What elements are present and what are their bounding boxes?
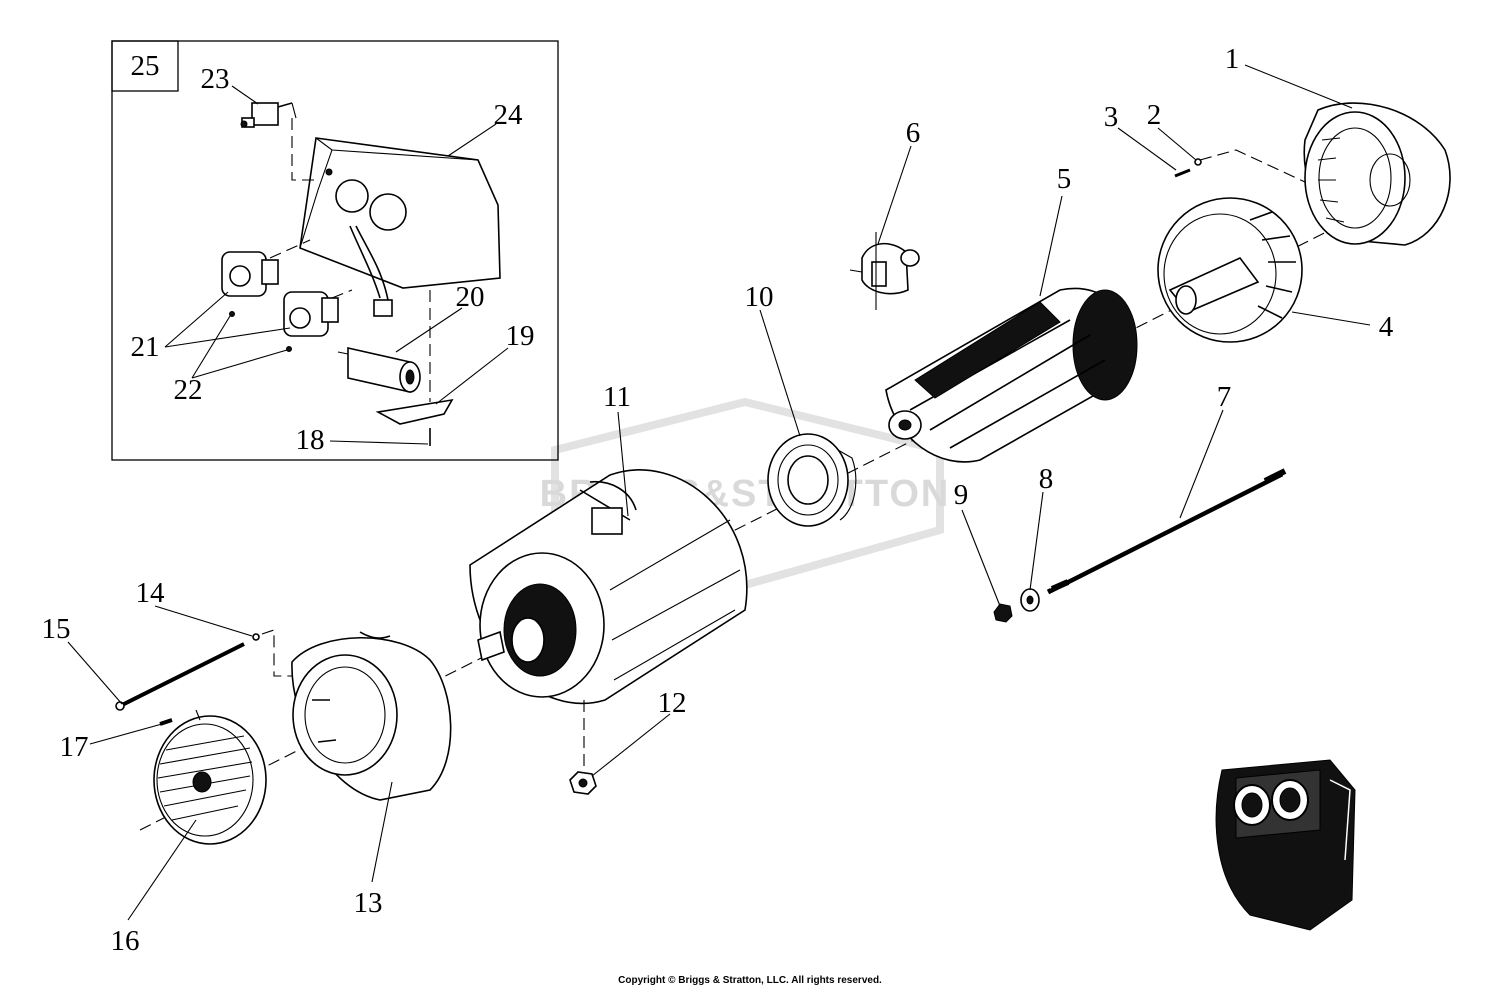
assembled-unit-thumbnail: [1215, 759, 1356, 931]
callout-6: 6: [906, 117, 921, 149]
callout-19: 19: [506, 320, 535, 352]
callout-3: 3: [1104, 101, 1119, 133]
callout-8: 8: [1039, 463, 1054, 495]
callout-20: 20: [456, 281, 485, 313]
inset-box-label: 25: [131, 50, 160, 82]
part-10-bearing: [767, 433, 857, 527]
part-4-fan: [1157, 197, 1303, 343]
part-17-screw: [159, 709, 201, 726]
callout-4: 4: [1379, 311, 1394, 343]
part-15-long-bolt: [115, 642, 245, 711]
part-7-through-bolt: [1046, 468, 1287, 595]
callout-17: 17: [60, 731, 89, 763]
part-11-stator: [469, 469, 748, 705]
callout-15: 15: [42, 613, 71, 645]
callout-5: 5: [1057, 163, 1072, 195]
part-16-grille-cover: [153, 715, 267, 845]
part-6-brush-assembly: [849, 232, 920, 310]
part-13-end-bell: [291, 631, 452, 801]
part-23-circuit-breaker: [240, 102, 297, 128]
callout-2: 2: [1147, 99, 1162, 131]
callout-leaders: [67, 64, 1371, 921]
callout-7: 7: [1217, 381, 1232, 413]
callout-23: 23: [201, 63, 230, 95]
callout-1: 1: [1225, 43, 1240, 75]
callout-21: 21: [131, 331, 160, 363]
copyright-notice: Copyright © Briggs & Stratton, LLC. All …: [618, 975, 882, 986]
part-21-outlet-upper: [221, 251, 279, 297]
callout-11: 11: [603, 381, 631, 413]
callout-24: 24: [494, 99, 524, 131]
part-5-rotor: [885, 287, 1138, 463]
part-24-control-panel: [299, 137, 501, 317]
part-21-outlet-lower: [283, 291, 339, 337]
inset-panel-kit: 25: [111, 40, 559, 461]
callout-10: 10: [745, 281, 774, 313]
callout-14: 14: [136, 577, 166, 609]
callout-9: 9: [954, 479, 969, 511]
part-1-end-housing: [1303, 102, 1451, 246]
part-3-screw: [1174, 168, 1191, 178]
part-20-capacitor: [337, 346, 421, 394]
part-12-nut: [569, 771, 597, 795]
part-2-washer: [1194, 158, 1202, 166]
part-14-washer: [252, 633, 260, 641]
part-8-washer: [1020, 588, 1040, 612]
part-19-bracket: [375, 398, 454, 425]
part-22-screw-upper: [229, 311, 235, 317]
callout-12: 12: [658, 687, 687, 719]
callout-18: 18: [296, 424, 325, 456]
part-22-screw-lower: [286, 346, 292, 352]
callout-16: 16: [111, 925, 140, 957]
part-9-nut: [993, 603, 1013, 623]
callout-22: 22: [174, 374, 203, 406]
callout-13: 13: [354, 887, 383, 919]
